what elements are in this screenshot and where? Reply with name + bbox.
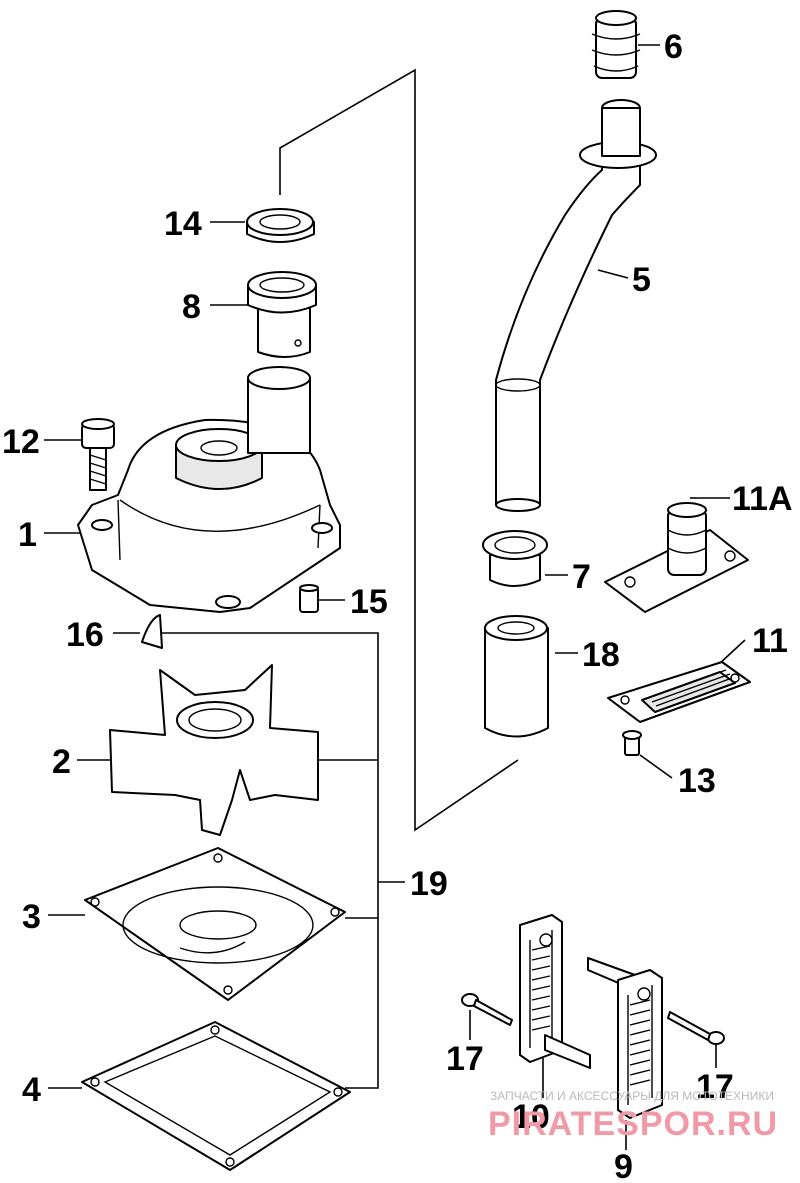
part-13-screw — [622, 730, 642, 756]
callout-14: 14 — [164, 205, 202, 243]
callout-9: 9 — [614, 1148, 633, 1183]
callout-3: 3 — [22, 898, 41, 936]
part-11-screen — [607, 661, 751, 723]
callout-11a: 11A — [732, 480, 793, 518]
callout-12: 12 — [2, 423, 40, 461]
callout-18: 18 — [582, 636, 620, 674]
part-11a-cover — [604, 502, 749, 613]
callout-11: 11 — [752, 622, 788, 660]
part-18-sleeve — [484, 615, 549, 738]
part-7-collar — [482, 530, 548, 587]
callout-17-right: 17 — [696, 1068, 734, 1106]
part-4-gasket — [81, 1021, 351, 1171]
part-16-key — [141, 614, 163, 649]
part-9-strainer — [587, 957, 663, 1119]
callout-2: 2 — [52, 743, 71, 781]
part-2-impeller — [109, 664, 319, 836]
callout-17-left: 17 — [446, 1040, 484, 1078]
callout-5: 5 — [632, 261, 651, 299]
callout-1: 1 — [18, 516, 37, 554]
part-12-bolt — [81, 418, 115, 491]
callout-16: 16 — [66, 616, 104, 654]
part-10-strainer — [519, 914, 591, 1069]
watermark-tagline: ЗАПЧАСТИ И АКСЕССУАРЫ ДЛЯ МОТОТЕХНИКИ — [490, 1089, 774, 1103]
part-1-pump-housing — [77, 366, 341, 613]
callout-8: 8 — [182, 288, 201, 326]
callout-15: 15 — [350, 583, 388, 621]
leader-lines — [44, 44, 746, 1150]
callout-13: 13 — [678, 762, 716, 800]
watermark-site: PIRATESPOR.RU — [488, 1105, 778, 1143]
part-17-screw-right — [667, 1011, 725, 1045]
part-5-water-tube — [495, 99, 657, 512]
part-17-screw-left — [461, 993, 513, 1026]
callout-labels: 1 2 3 4 5 6 7 8 9 10 11 11A 12 13 14 15 … — [2, 28, 793, 1183]
part-15-pin — [299, 584, 319, 613]
part-6-grommet — [591, 10, 641, 79]
callout-10: 10 — [512, 1098, 550, 1136]
part-14-seal — [246, 208, 315, 243]
callout-7: 7 — [572, 558, 591, 596]
callout-19: 19 — [410, 865, 448, 903]
callout-4: 4 — [22, 1071, 41, 1109]
part-3-plate — [84, 847, 346, 1001]
callout-6: 6 — [664, 28, 683, 66]
watermark: ЗАПЧАСТИ И АКСЕССУАРЫ ДЛЯ МОТОТЕХНИКИ PI… — [488, 1089, 778, 1143]
part-8-liner — [247, 271, 317, 358]
